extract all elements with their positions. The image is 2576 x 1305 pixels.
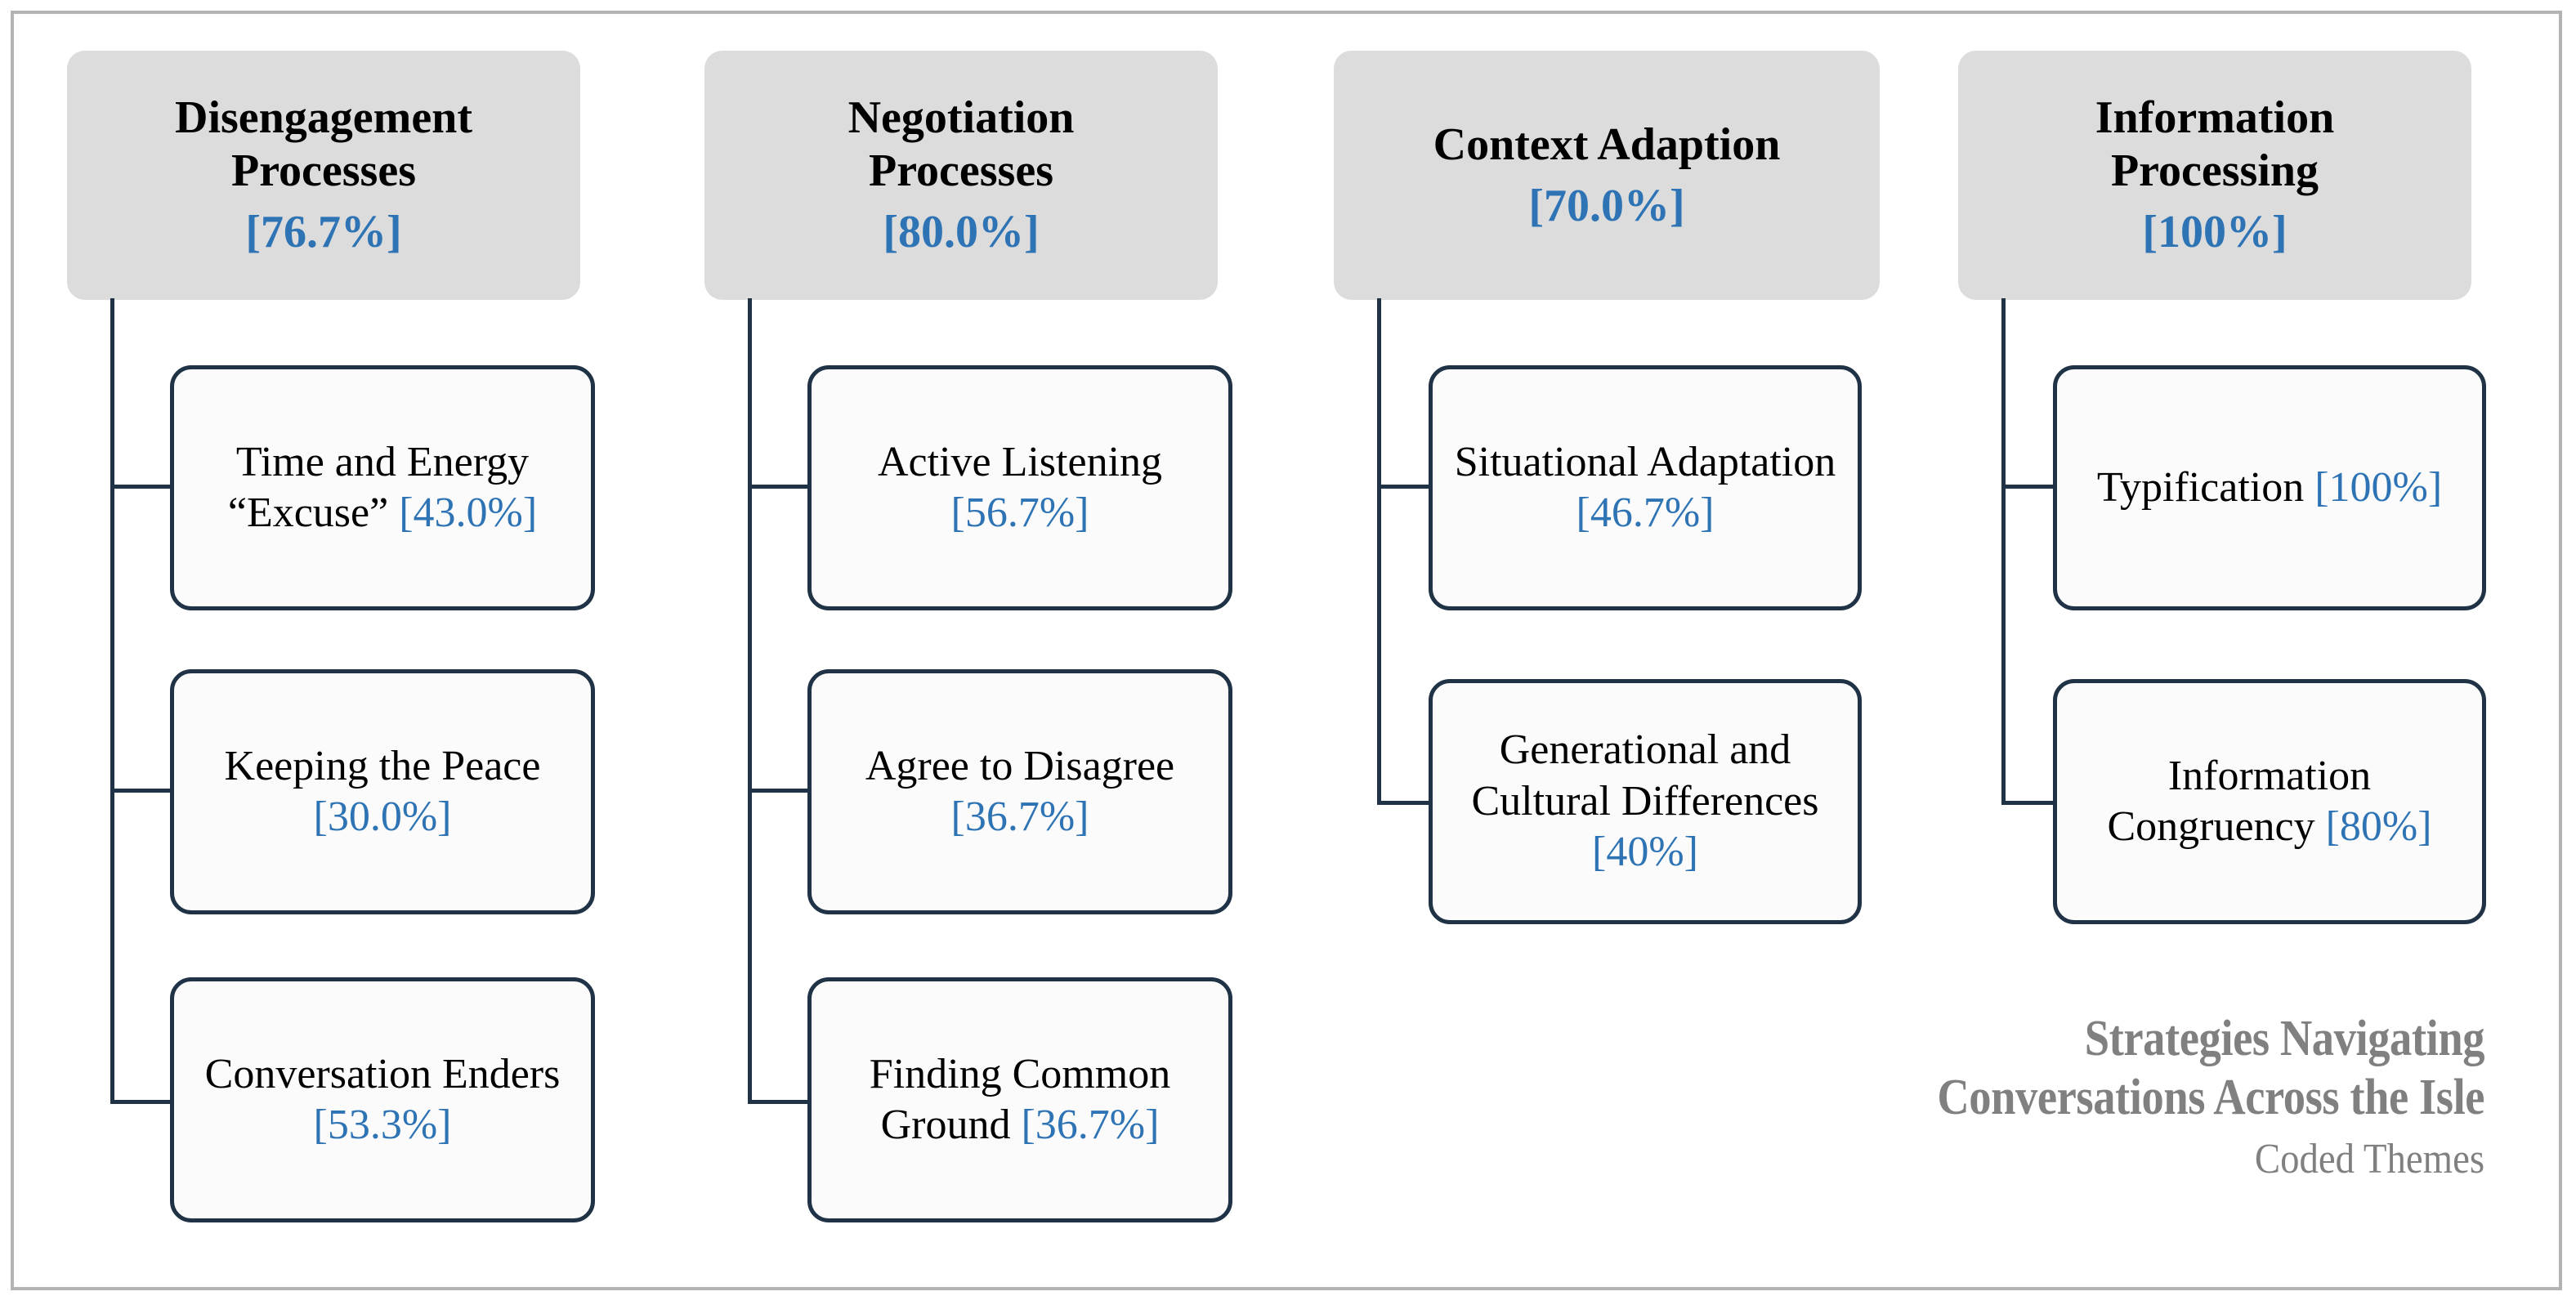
child-percent: [56.7%] (950, 489, 1089, 536)
connector-stub-4-2 (2001, 801, 2065, 805)
caption-line-1: Strategies Navigating (2084, 1011, 2485, 1066)
child-box-generational-and-cultural-differences[interactable]: Generational and Cultural Differences [4… (1429, 679, 1862, 924)
connector-stub-1-1 (110, 485, 174, 489)
header-percent: [76.7%] (245, 206, 402, 257)
connector-stub-2-2 (748, 789, 812, 793)
child-label: Agree to Disagree [36.7%] (865, 742, 1175, 840)
child-label: Conversation Enders [53.3%] (204, 1050, 561, 1148)
header-title-line2: Processes (231, 145, 416, 197)
child-box-information-congruency[interactable]: Information Congruency [80%] (2053, 679, 2486, 924)
header-box-disengagement-processes[interactable]: Disengagement Processes [76.7%] (67, 51, 580, 300)
header-box-context-adaption[interactable]: Context Adaption [70.0%] (1334, 51, 1880, 300)
child-label: Situational Adaptation [46.7%] (1454, 438, 1836, 536)
connector-stub-2-3 (748, 1100, 812, 1104)
connector-trunk-column-3 (1377, 298, 1381, 805)
header-percent: [80.0%] (883, 206, 1040, 257)
child-percent: [46.7%] (1576, 489, 1715, 536)
child-percent: [36.7%] (950, 793, 1089, 840)
connector-trunk-column-1 (110, 298, 114, 1104)
child-percent: [36.7%] (1021, 1102, 1160, 1148)
header-title-line2: Processing (2110, 145, 2319, 197)
child-percent: [40%] (1592, 829, 1698, 876)
connector-stub-1-3 (110, 1100, 174, 1104)
child-label: Finding Common Ground [36.7%] (869, 1050, 1171, 1148)
child-box-time-and-energy-excuse[interactable]: Time and Energy “Excuse” [43.0%] (170, 365, 595, 610)
header-title-line2: Processes (869, 145, 1053, 197)
connector-trunk-column-4 (2001, 298, 2006, 805)
child-box-conversation-enders[interactable]: Conversation Enders [53.3%] (170, 977, 595, 1222)
header-title-line1: Information (2095, 92, 2335, 144)
connector-stub-3-2 (1377, 801, 1441, 805)
header-box-negotiation-processes[interactable]: Negotiation Processes [80.0%] (704, 51, 1218, 300)
child-percent: [30.0%] (313, 793, 452, 840)
child-box-finding-common-ground[interactable]: Finding Common Ground [36.7%] (807, 977, 1232, 1222)
header-title-line1: Context Adaption (1433, 118, 1781, 170)
connector-trunk-column-2 (748, 298, 752, 1104)
header-box-information-processing[interactable]: Information Processing [100%] (1958, 51, 2471, 300)
child-label: Generational and Cultural Differences [4… (1471, 726, 1819, 876)
figure-caption: Strategies Navigating Conversations Acro… (1863, 1010, 2484, 1185)
connector-stub-3-1 (1377, 485, 1441, 489)
connector-stub-2-1 (748, 485, 812, 489)
caption-line-2: Conversations Across the Isle (1937, 1069, 2484, 1125)
child-label: Information Congruency [80%] (2107, 752, 2432, 850)
child-percent: [43.0%] (399, 489, 538, 536)
child-percent: [53.3%] (313, 1102, 452, 1148)
child-box-situational-adaptation[interactable]: Situational Adaptation [46.7%] (1429, 365, 1862, 610)
child-label: Active Listening [56.7%] (877, 438, 1163, 536)
child-label: Time and Energy “Excuse” [43.0%] (227, 438, 538, 536)
header-title-line1: Disengagement (175, 92, 472, 144)
header-title-line1: Negotiation (847, 92, 1075, 144)
header-percent: [70.0%] (1528, 180, 1685, 231)
child-label: Typification [100%] (2096, 463, 2443, 511)
child-label: Keeping the Peace [30.0%] (224, 742, 541, 840)
child-box-typification[interactable]: Typification [100%] (2053, 365, 2486, 610)
child-box-keeping-the-peace[interactable]: Keeping the Peace [30.0%] (170, 669, 595, 914)
caption-subtitle: Coded Themes (2254, 1135, 2484, 1182)
connector-stub-1-2 (110, 789, 174, 793)
child-box-agree-to-disagree[interactable]: Agree to Disagree [36.7%] (807, 669, 1232, 914)
connector-stub-4-1 (2001, 485, 2065, 489)
child-percent: [100%] (2314, 463, 2443, 511)
child-box-active-listening[interactable]: Active Listening [56.7%] (807, 365, 1232, 610)
child-percent: [80%] (2325, 803, 2432, 850)
header-percent: [100%] (2142, 206, 2288, 257)
